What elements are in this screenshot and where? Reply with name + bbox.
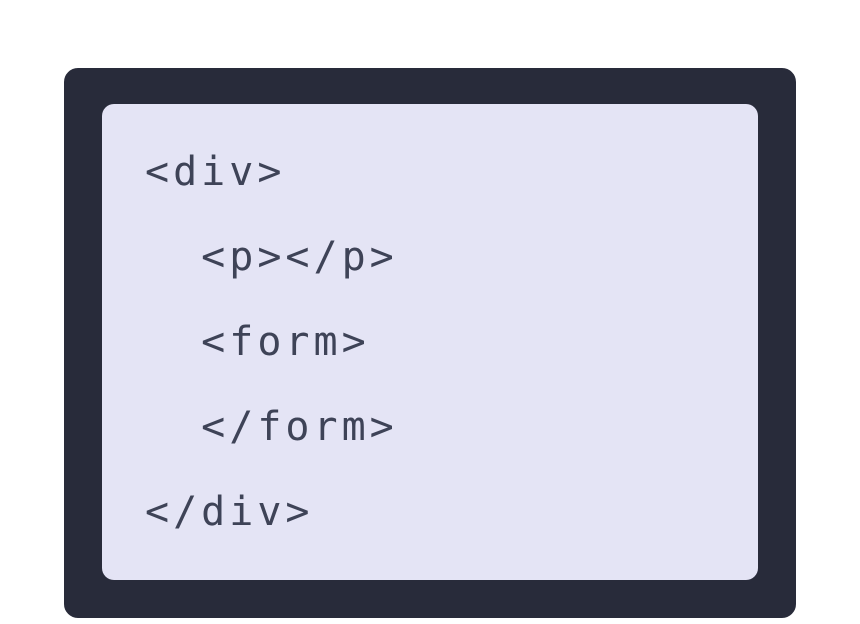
code-line-form-open: <form> (145, 319, 370, 365)
code-snippet-panel: <div> <p></p> <form> </form> </div> (102, 104, 758, 580)
code-line-p: <p></p> (145, 234, 398, 280)
code-line-div-close: </div> (145, 489, 314, 535)
code-line-div-open: <div> (145, 149, 286, 195)
code-line-form-close: </form> (145, 404, 398, 450)
code-card: <div> <p></p> <form> </form> </div> (62, 66, 798, 620)
